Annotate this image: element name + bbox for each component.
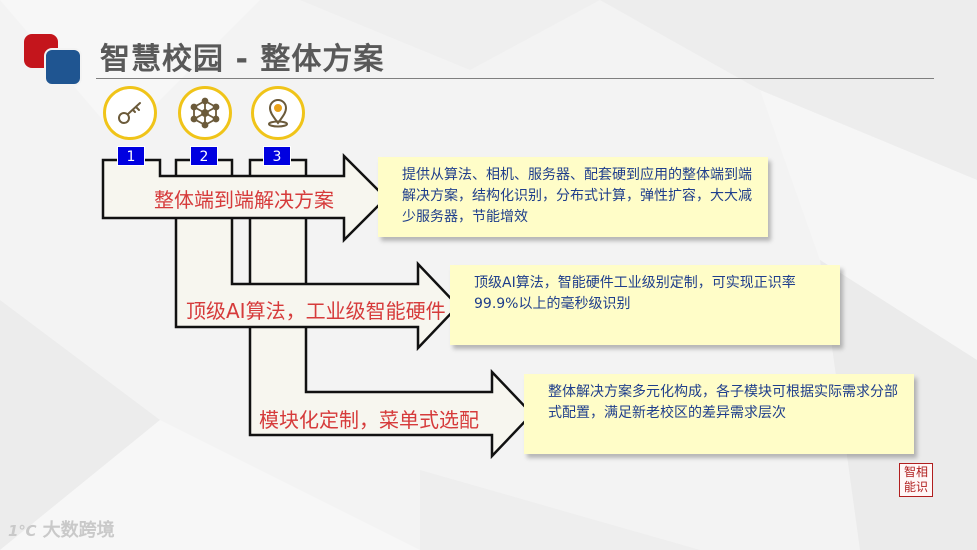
step-note-2: 顶级AI算法，智能硬件工业级别定制，可实现正识率99.9%以上的毫秒级识别 [450,265,840,345]
title-divider [96,78,934,79]
watermark-text: 大数跨境 [42,520,115,541]
step-number-2: 2 [190,146,218,166]
key-icon [103,86,157,140]
step-note-3: 整体解决方案多元化构成，各子模块可根据实际需求分部式配置，满足新老校区的差异需求… [524,374,914,454]
step-number-3: 3 [263,146,291,166]
blue-square [44,48,82,86]
arrow-2 [174,158,460,352]
watermark: 1℃ 大数跨境 [8,516,115,542]
step-label-1: 整体端到端解决方案 [154,188,334,212]
step-label-2: 顶级AI算法，工业级智能硬件 [186,299,446,323]
stamp-line-2: 能识 [903,480,928,494]
step-note-1: 提供从算法、相机、服务器、配套硬到应用的整体端到端解决方案，结构化识别，分布式计… [378,157,768,237]
title-logo [24,34,84,86]
step-number-1: 1 [117,146,145,166]
seal-stamp: 智相 能识 [899,463,933,497]
step-label-3: 模块化定制，菜单式选配 [259,408,479,432]
network-icon [178,86,232,140]
location-pin-icon [251,86,305,140]
stamp-line-1: 智相 [903,465,928,479]
watermark-mark: 1℃ [8,522,37,540]
page-title: 智慧校园 - 整体方案 [100,42,385,77]
arrow-1 [101,152,388,244]
